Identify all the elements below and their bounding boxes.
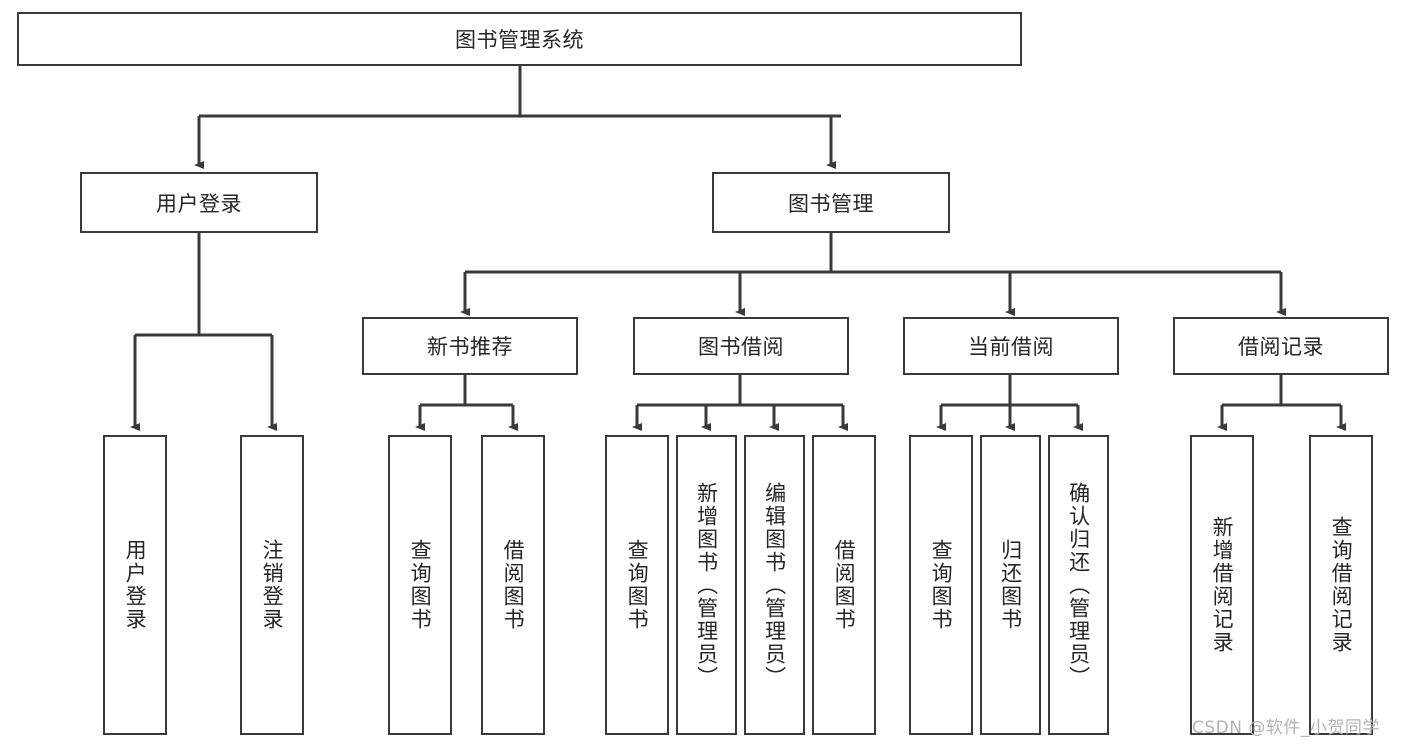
node-new-book-recommend-label: 新书推荐 xyxy=(427,335,513,359)
leaf-new-book-2[interactable]: 借阅图书 xyxy=(481,435,545,735)
node-book-management[interactable]: 图书管理 xyxy=(712,172,950,233)
leaf-book-borrow-3-label: 编辑图书（管理员） xyxy=(762,481,787,689)
leaf-borrow-record-2[interactable]: 查询借阅记录 xyxy=(1309,435,1373,735)
leaf-current-borrow-2[interactable]: 归还图书 xyxy=(980,435,1041,735)
leaf-new-book-2-label: 借阅图书 xyxy=(501,539,526,631)
leaf-borrow-record-1[interactable]: 新增借阅记录 xyxy=(1190,435,1254,735)
watermark-label: CSDN @软件_小贺同学 xyxy=(1192,718,1380,738)
leaf-book-borrow-2[interactable]: 新增图书（管理员） xyxy=(676,435,737,735)
leaf-book-borrow-1[interactable]: 查询图书 xyxy=(605,435,669,735)
node-root[interactable]: 图书管理系统 xyxy=(17,12,1022,66)
leaf-borrow-record-2-label: 查询借阅记录 xyxy=(1329,516,1354,654)
leaf-book-borrow-4-label: 借阅图书 xyxy=(832,539,857,631)
node-user-login-label: 用户登录 xyxy=(156,191,242,216)
leaf-new-book-1[interactable]: 查询图书 xyxy=(388,435,452,735)
leaf-book-borrow-2-label: 新增图书（管理员） xyxy=(694,481,719,689)
node-book-borrow-label: 图书借阅 xyxy=(698,335,784,359)
node-borrow-record-label: 借阅记录 xyxy=(1238,335,1324,359)
node-borrow-record[interactable]: 借阅记录 xyxy=(1173,317,1389,375)
leaf-current-borrow-3[interactable]: 确认归还（管理员） xyxy=(1048,435,1109,735)
leaf-new-book-1-label: 查询图书 xyxy=(408,539,433,631)
node-current-borrow[interactable]: 当前借阅 xyxy=(903,317,1119,375)
node-current-borrow-label: 当前借阅 xyxy=(968,335,1054,359)
leaf-book-borrow-4[interactable]: 借阅图书 xyxy=(812,435,876,735)
leaf-borrow-record-1-label: 新增借阅记录 xyxy=(1210,516,1235,654)
leaf-book-borrow-3[interactable]: 编辑图书（管理员） xyxy=(744,435,805,735)
leaf-current-borrow-1-label: 查询图书 xyxy=(929,539,954,631)
leaf-current-borrow-1[interactable]: 查询图书 xyxy=(909,435,973,735)
node-user-login[interactable]: 用户登录 xyxy=(80,172,318,233)
leaf-user-login-1-label: 用户登录 xyxy=(123,539,148,631)
leaf-user-login-2-label: 注销登录 xyxy=(260,539,285,631)
node-root-label: 图书管理系统 xyxy=(455,28,584,52)
node-new-book-recommend[interactable]: 新书推荐 xyxy=(362,317,578,375)
node-book-management-label: 图书管理 xyxy=(788,191,874,216)
leaf-user-login-2[interactable]: 注销登录 xyxy=(240,435,304,735)
node-book-borrow[interactable]: 图书借阅 xyxy=(633,317,849,375)
leaf-current-borrow-3-label: 确认归还（管理员） xyxy=(1066,481,1091,689)
leaf-book-borrow-1-label: 查询图书 xyxy=(625,539,650,631)
leaf-user-login-1[interactable]: 用户登录 xyxy=(103,435,167,735)
leaf-current-borrow-2-label: 归还图书 xyxy=(998,539,1023,631)
